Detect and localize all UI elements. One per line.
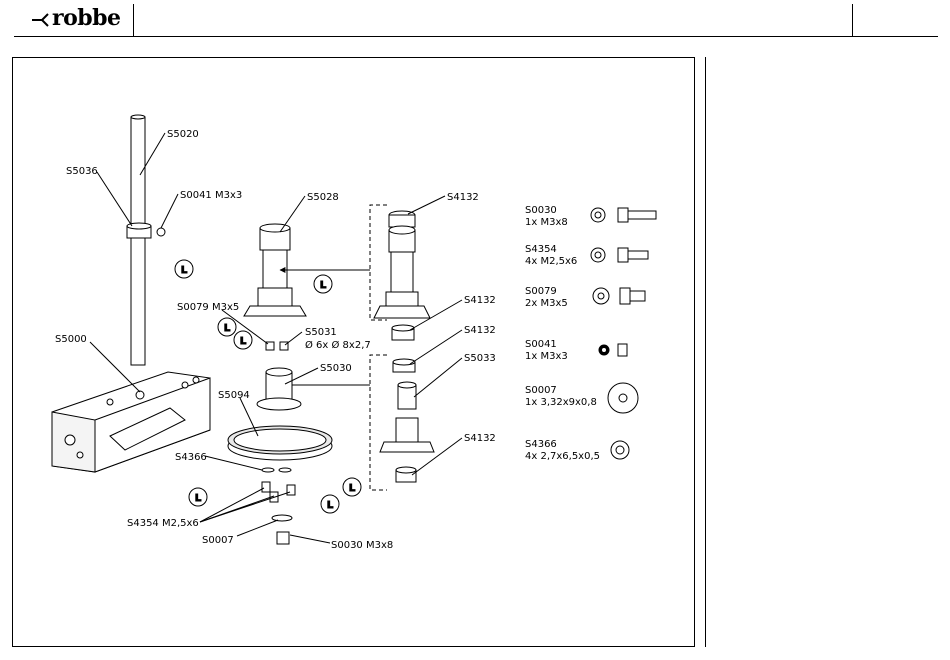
label-s5000: S5000 <box>55 334 87 345</box>
label-s5031-dim: Ø 6x Ø 8x2,7 <box>305 339 371 351</box>
legend-item-s0007: S0007 1x 3,32x9x0,8 <box>525 383 638 413</box>
legend-item-s0041: S0041 1x M3x3 <box>525 339 627 362</box>
svg-text:S0079: S0079 <box>525 286 557 297</box>
loctite-l-icon: L <box>314 275 332 293</box>
svg-text:L: L <box>240 336 247 347</box>
svg-text:S0007: S0007 <box>525 385 557 396</box>
label-s5031: S5031 <box>305 327 337 338</box>
loctite-l-icon: L <box>234 331 252 349</box>
svg-text:1x 3,32x9x0,8: 1x 3,32x9x0,8 <box>525 397 597 408</box>
svg-text:S4354: S4354 <box>525 244 557 255</box>
loctite-l-icon: L <box>218 318 236 336</box>
label-s5094: S5094 <box>218 390 250 401</box>
svg-text:2x M3x5: 2x M3x5 <box>525 298 568 309</box>
svg-text:L: L <box>349 483 356 494</box>
mast-tube <box>131 115 145 365</box>
svg-text:L: L <box>195 493 202 504</box>
svg-text:4x M2,5x6: 4x M2,5x6 <box>525 256 577 267</box>
svg-text:1x M3x8: 1x M3x8 <box>525 217 568 228</box>
loctite-l-icon: L <box>189 488 207 506</box>
label-s5030: S5030 <box>320 363 352 374</box>
legend-item-s0030: S0030 1x M3x8 <box>525 205 656 228</box>
collar <box>127 223 165 238</box>
svg-text:L: L <box>224 323 231 334</box>
label-s0030: S0030 M3x8 <box>331 540 393 551</box>
hardware-legend: S0030 1x M3x8 S4354 4x M2,5x6 S0079 2x M… <box>525 205 656 462</box>
svg-text:L: L <box>320 280 327 291</box>
label-s4354: S4354 M2,5x6 <box>127 518 199 529</box>
label-s4132: S4132 <box>447 192 479 203</box>
label-s4366: S4366 <box>175 452 207 463</box>
loctite-l-icon: L <box>343 478 361 496</box>
legend-item-s4354: S4354 4x M2,5x6 <box>525 244 648 267</box>
label-s4132: S4132 <box>464 433 496 444</box>
lower-right-stack <box>380 359 434 482</box>
loctite-l-icon: L <box>175 260 193 278</box>
svg-text:S0041: S0041 <box>525 339 557 350</box>
label-s4132: S4132 <box>464 295 496 306</box>
label-s0041: S0041 M3x3 <box>180 190 242 201</box>
svg-text:4x 2,7x6,5x0,5: 4x 2,7x6,5x0,5 <box>525 451 600 462</box>
label-s0007: S0007 <box>202 535 234 546</box>
main-gear <box>228 426 332 460</box>
svg-text:L: L <box>181 265 188 276</box>
shaft-hub <box>257 368 301 410</box>
label-s0079: S0079 M3x5 <box>177 302 239 313</box>
label-s5036: S5036 <box>66 166 98 177</box>
label-s5033: S5033 <box>464 353 496 364</box>
legend-item-s0079: S0079 2x M3x5 <box>525 286 645 309</box>
svg-text:1x M3x3: 1x M3x3 <box>525 351 568 362</box>
label-s5020: S5020 <box>167 129 199 140</box>
svg-text:S0030: S0030 <box>525 205 557 216</box>
part-labels: S5020 S5036 S0041 M3x3 S5028 S4132 S4132… <box>55 129 496 551</box>
svg-text:S4366: S4366 <box>525 439 557 450</box>
legend-item-s4366: S4366 4x 2,7x6,5x0,5 <box>525 439 629 462</box>
label-s4132: S4132 <box>464 325 496 336</box>
right-bearing-block <box>374 211 430 340</box>
label-s5028: S5028 <box>307 192 339 203</box>
loctite-l-icon: L <box>321 495 339 513</box>
svg-text:L: L <box>327 500 334 511</box>
